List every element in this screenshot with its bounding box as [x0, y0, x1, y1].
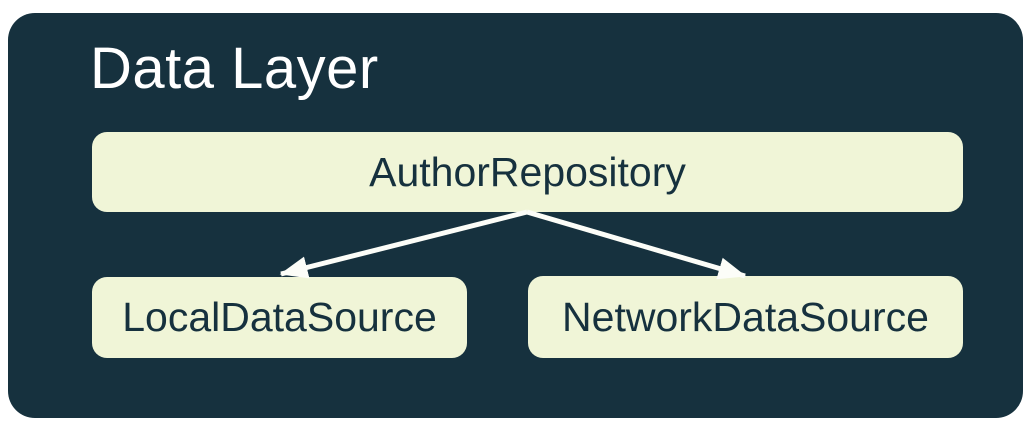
node-network-data-source: NetworkDataSource: [528, 276, 963, 358]
node-local-data-source-label: LocalDataSource: [122, 294, 437, 340]
node-network-data-source-label: NetworkDataSource: [562, 293, 929, 340]
diagram-title: Data Layer: [90, 36, 379, 101]
node-local-data-source: LocalDataSource: [92, 277, 467, 358]
node-author-repository-label: AuthorRepository: [369, 148, 686, 195]
node-author-repository: AuthorRepository: [92, 132, 963, 212]
